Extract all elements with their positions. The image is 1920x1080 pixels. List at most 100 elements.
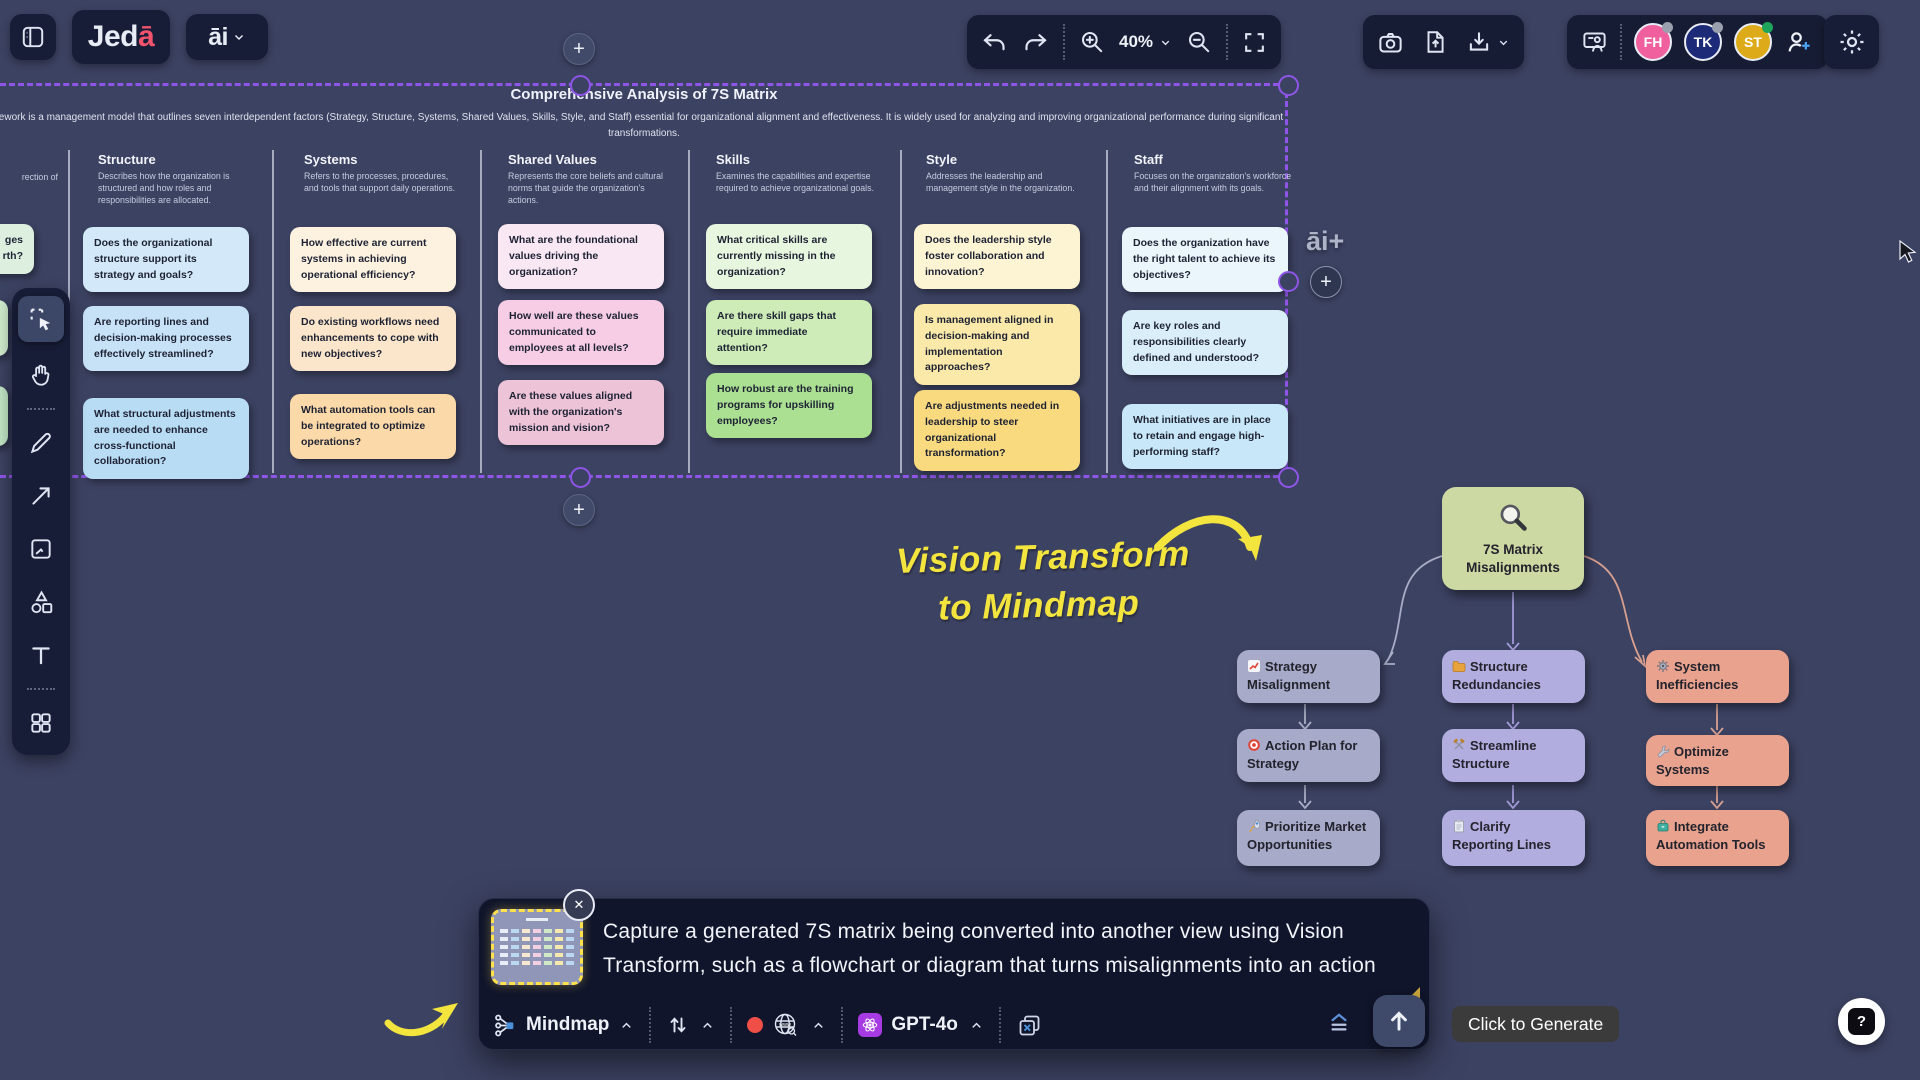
matrix-card[interactable]: What are the foundational values driving… (498, 224, 664, 290)
jeda-logo[interactable]: Jedā (72, 10, 170, 64)
zoom-level-dropdown[interactable]: 40% (1119, 32, 1172, 52)
column-header-skills[interactable]: Skills (716, 152, 750, 167)
matrix-card[interactable]: What structural adjustments are needed t… (83, 398, 249, 479)
select-tool[interactable] (18, 296, 64, 342)
matrix-card[interactable]: Are these values aligned with the organi… (498, 380, 664, 446)
avatar-tk[interactable]: TK (1684, 22, 1723, 61)
matrix-card[interactable]: Does the organization have the right tal… (1122, 227, 1288, 293)
matrix-card[interactable]: Does the organizational structure suppor… (83, 227, 249, 293)
matrix-card[interactable]: Are there skill gaps that require immedi… (706, 300, 872, 366)
annotation-line1[interactable]: Vision Transform (895, 534, 1191, 581)
text-tool[interactable] (21, 635, 61, 675)
matrix-title[interactable]: Comprehensive Analysis of 7S Matrix (510, 86, 778, 103)
history-zoom-toolbar: 40% (967, 15, 1282, 69)
matrix-card[interactable]: What critical skills are currently missi… (706, 224, 872, 290)
column-header-staff[interactable]: Staff (1134, 152, 1163, 167)
screenshot-button[interactable] (1377, 29, 1404, 56)
chevron-down-icon (1159, 36, 1172, 49)
mindmap-node[interactable]: Clarify Reporting Lines (1442, 810, 1585, 866)
annotation-arrow[interactable] (1150, 495, 1280, 595)
add-below-button[interactable]: + (563, 494, 595, 526)
shapes-tool[interactable] (21, 582, 61, 622)
matrix-card[interactable]: What initiatives are in place to retain … (1122, 404, 1288, 470)
avatar-fh[interactable]: FH (1634, 22, 1673, 61)
arrow-tool[interactable] (21, 476, 61, 516)
chevron-up-icon (700, 1018, 715, 1033)
matrix-card[interactable]: Do existing workflows need enhancements … (290, 306, 456, 372)
add-node-button[interactable]: + (1310, 266, 1342, 298)
output-mode-dropdown[interactable]: Mindmap (493, 1013, 634, 1038)
mindmap-node[interactable]: Optimize Systems (1646, 735, 1789, 787)
avatar-st[interactable]: ST (1734, 22, 1773, 61)
sort-direction-dropdown[interactable] (666, 1013, 715, 1037)
mindmap-node[interactable]: Integrate Automation Tools (1646, 810, 1789, 866)
prompt-text[interactable]: Capture a generated 7S matrix being conv… (603, 920, 1376, 977)
remove-attachment-button[interactable]: ✕ (563, 889, 595, 921)
mindmap-icon (493, 1013, 518, 1038)
mindmap-node[interactable]: System Inefficiencies (1646, 650, 1789, 703)
collapse-bar-button[interactable] (1325, 1009, 1353, 1037)
pen-tool[interactable] (21, 423, 61, 463)
model-dropdown[interactable]: GPT-4o (858, 1013, 984, 1037)
mindmap-node[interactable]: Action Plan for Strategy (1237, 729, 1380, 782)
selection-handle-bottom-right[interactable] (1278, 467, 1299, 488)
matrix-card[interactable]: Are adjustments needed in leadership to … (914, 390, 1080, 471)
remove-image-button[interactable] (1016, 1012, 1043, 1039)
zoom-out-button[interactable] (1186, 29, 1212, 55)
mindmap-node[interactable]: Structure Redundancies (1442, 650, 1585, 703)
matrix-card[interactable]: How robust are the training programs for… (706, 373, 872, 439)
web-search-dropdown[interactable]: www (747, 1011, 826, 1039)
annotation-line2[interactable]: to Mindmap (937, 583, 1140, 628)
prompt-pointer-arrow[interactable] (380, 985, 470, 1045)
clipped-card[interactable]: ges rth? (0, 224, 34, 274)
ai-menu-button[interactable]: āi (186, 14, 268, 60)
selection-handle-right-mid[interactable] (1278, 271, 1299, 292)
mindmap-node[interactable]: Streamline Structure (1442, 729, 1585, 782)
matrix-card[interactable]: Is management aligned in decision-making… (914, 304, 1080, 385)
invite-user-button[interactable] (1784, 27, 1814, 57)
settings-button[interactable] (1824, 15, 1879, 69)
status-dot (1662, 22, 1673, 33)
mindmap-node[interactable]: Strategy Misalignment (1237, 650, 1380, 703)
undo-button[interactable] (981, 29, 1008, 56)
column-header-style[interactable]: Style (926, 152, 958, 167)
ai-plus-button[interactable]: āi+ (1306, 226, 1345, 256)
fullscreen-button[interactable] (1242, 30, 1267, 55)
sidebar-toggle-button[interactable] (10, 14, 56, 60)
column-header-structure[interactable]: Structure (98, 152, 156, 167)
hand-tool[interactable] (21, 355, 61, 395)
export-toolbar (1363, 15, 1524, 69)
selection-handle-bottom-mid[interactable] (570, 467, 591, 488)
help-button[interactable]: ? (1838, 998, 1885, 1045)
matrix-card[interactable]: What automation tools can be integrated … (290, 394, 456, 460)
download-dropdown[interactable] (1466, 29, 1510, 55)
frame-tool[interactable] (21, 529, 61, 569)
selection-handle-top-right[interactable] (1278, 75, 1299, 96)
column-header-systems[interactable]: Systems (304, 152, 358, 167)
prompt-attachment-thumbnail[interactable] (491, 909, 583, 985)
status-dot (1762, 22, 1773, 33)
add-above-button[interactable]: + (563, 33, 595, 65)
matrix-card[interactable]: Are key roles and responsibilities clear… (1122, 310, 1288, 376)
matrix-card[interactable]: Does the leadership style foster collabo… (914, 224, 1080, 290)
matrix-card[interactable]: How well are these values communicated t… (498, 300, 664, 366)
import-file-button[interactable] (1422, 29, 1448, 55)
up-arrow-icon (1385, 1007, 1413, 1035)
prompt-controls: Mindmap www GPT-4o (493, 1003, 1331, 1047)
generate-tooltip: Click to Generate (1449, 1006, 1620, 1042)
generate-button[interactable] (1373, 995, 1425, 1047)
matrix-card[interactable]: How effective are current systems in ach… (290, 227, 456, 293)
column-header-shared-values[interactable]: Shared Values (508, 152, 597, 167)
help-bubble-icon: ? (1848, 1008, 1875, 1035)
matrix-card[interactable]: Are reporting lines and decision-making … (83, 306, 249, 372)
clipped-card[interactable] (0, 386, 8, 446)
present-button[interactable] (1581, 29, 1608, 56)
resize-handle[interactable] (1409, 987, 1420, 998)
mindmap-root-node[interactable]: 7S Matrix Misalignments (1442, 487, 1584, 590)
clipped-card[interactable] (0, 300, 8, 356)
redo-button[interactable] (1022, 29, 1049, 56)
mindmap-node[interactable]: Prioritize Market Opportunities (1237, 810, 1380, 866)
apps-tool[interactable] (21, 703, 61, 743)
zoom-in-button[interactable] (1079, 29, 1105, 55)
selection-handle-top-mid[interactable] (570, 75, 591, 96)
